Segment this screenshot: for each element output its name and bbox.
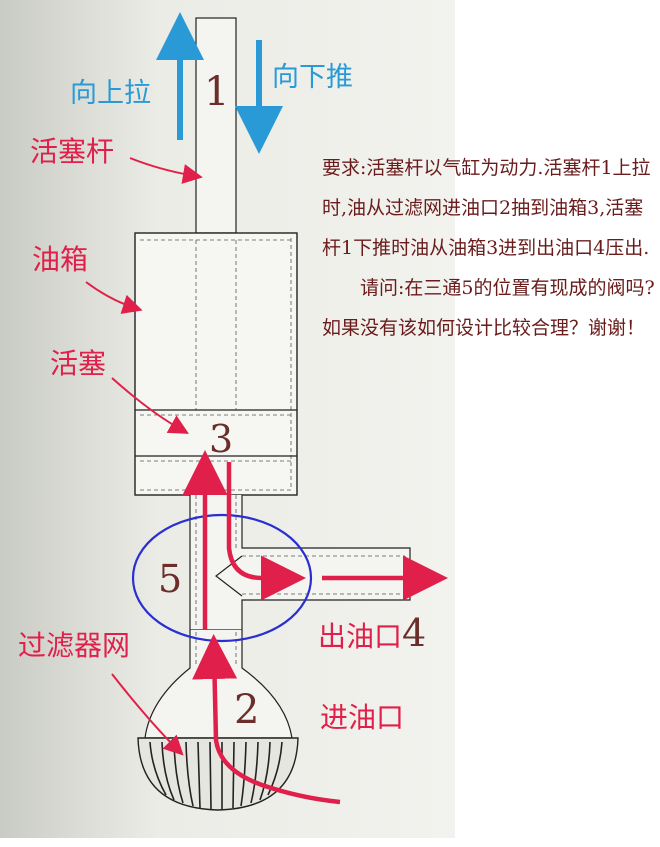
oil-tank-pointer: [85, 281, 143, 314]
piston-rod-pointer: [129, 157, 203, 184]
piston-rod-label: 活塞杆: [30, 135, 115, 168]
piston-label: 活塞: [50, 347, 107, 380]
flow-tee-arrow: [226, 462, 306, 601]
number-3: 3: [209, 417, 234, 461]
pull-up-label: 向上拉: [70, 78, 151, 109]
number-5: 5: [158, 557, 183, 601]
oil-tank-label: 油箱: [32, 243, 89, 276]
filter-pointer: [111, 673, 184, 756]
filter-label: 过滤器网: [18, 629, 131, 662]
number-4: 4: [402, 611, 427, 655]
push-down-label: 向下推: [272, 62, 353, 93]
requirement-text: 要求:活塞杆以气缸为动力.活塞杆1上拉时,油从过滤网进油口2抽到油箱3,活塞杆1…: [322, 157, 651, 259]
flow-inlet-arrow: [192, 634, 341, 805]
question-text: 请问:在三通5的位置有现成的阀吗?如果没有该如何设计比较合理？谢谢！: [322, 277, 655, 339]
number-1: 1: [204, 69, 230, 115]
number-2: 2: [234, 687, 260, 733]
piston-rod-shape: [195, 17, 237, 234]
description-text: 要求:活塞杆以气缸为动力.活塞杆1上拉时,油从过滤网进油口2抽到油箱3,活塞杆1…: [322, 148, 658, 348]
inlet-label: 进油口: [320, 701, 405, 734]
piston-pointer: [111, 377, 189, 434]
outlet-label: 出油口4: [318, 611, 427, 655]
